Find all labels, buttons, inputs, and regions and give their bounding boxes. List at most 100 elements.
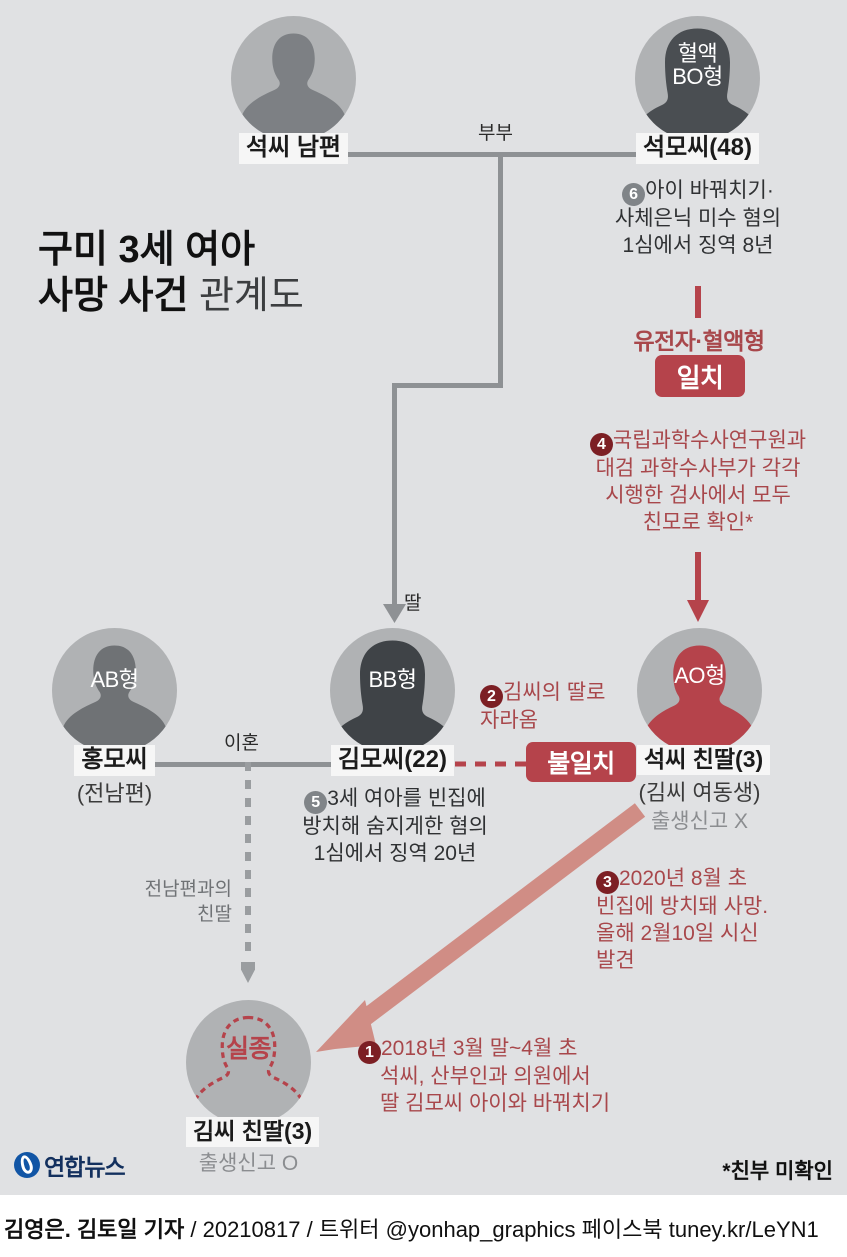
edge-ex-daughter-dashed	[241, 762, 255, 983]
name-row: 김모씨(22)	[330, 745, 455, 777]
node-label: 김씨 친딸(3)	[186, 1117, 320, 1148]
avatar: 실종	[186, 1000, 311, 1125]
mismatch-badge: 불일치	[526, 742, 636, 782]
note-1-text-1: 2018년 3월 말~4월 초	[381, 1037, 578, 1060]
avatar	[231, 16, 356, 141]
note-1-text-2: 석씨, 산부인과 의원에서	[380, 1065, 591, 1088]
node-sublabel-1: (김씨 여동생)	[638, 780, 761, 806]
avatar: AB형	[52, 628, 177, 753]
edge-daughter-vline-1	[498, 152, 503, 385]
edge-divorce-label: 이혼	[224, 733, 259, 754]
edge-daughter-vline-2	[392, 383, 397, 610]
node-label: 김모씨(22)	[331, 745, 454, 777]
edge-daughter-hline	[392, 383, 503, 388]
node-sublabel-2: 출생신고 X	[650, 809, 749, 833]
node-sublabel: (전남편)	[76, 781, 153, 807]
node-seok-mo[interactable]: 혈액 BO형 석모씨(48)	[635, 16, 760, 165]
note-6-bullet: 6	[622, 183, 646, 206]
node-sublabel-2: 출생신고 O	[198, 1152, 299, 1176]
title-line-2-light: 관계도	[198, 274, 304, 317]
page-title: 구미 3세 여아 사망 사건 관계도	[38, 228, 304, 319]
note-4-text-4: 친모로 확인*	[642, 510, 754, 534]
name-row: 홍모씨	[52, 745, 177, 777]
node-seok-daughter[interactable]: AO형 석씨 친딸(3) (김씨 여동생) 출생신고 X	[637, 628, 771, 835]
blood-type-label: AO형	[674, 663, 725, 688]
avatar: 혈액 BO형	[635, 16, 760, 141]
edge-daughter-label: 딸	[404, 593, 422, 614]
note-4-text-2: 대검 과학수사부가 각각	[595, 457, 801, 480]
blood-type-label: 혈액 BO형	[635, 42, 760, 88]
blood-type-line1: 혈액	[677, 41, 718, 66]
blood-type-label: AB형	[90, 667, 139, 692]
edge-red-arrow-down	[687, 552, 709, 622]
match-heading: 유전자·혈액형	[633, 328, 765, 354]
node-label: 석씨 친딸(3)	[637, 745, 771, 776]
blood-type-label: BB형	[368, 667, 417, 692]
footer-bar	[0, 1195, 847, 1257]
footnote: *친부 미확인	[722, 1160, 833, 1183]
note-5-text-2: 방치해 숨지게한 혐의	[302, 815, 488, 838]
match-badge: 일치	[655, 355, 745, 397]
edge-ex-daughter-label-line1: 전남편과의	[144, 879, 232, 900]
note-5-bullet: 5	[304, 791, 328, 814]
note-3-text-3: 올해 2월10일 시신	[596, 921, 759, 945]
title-line-1: 구미 3세 여아	[38, 229, 256, 271]
credit-meta: / 20210817 / 트위터 @yonhap_graphics 페이스북 t…	[184, 1217, 819, 1242]
edge-swap-arrow	[316, 803, 646, 1052]
yonhap-logo[interactable]: 연합뉴스	[14, 1148, 126, 1182]
avatar: BB형	[330, 628, 455, 753]
node-kim-mo[interactable]: BB형 김모씨(22)	[330, 628, 455, 777]
title-line-2-bold: 사망 사건	[38, 274, 189, 317]
blood-type-line2: BO형	[672, 64, 723, 90]
credit-authors: 김영은. 김토일 기자	[4, 1217, 185, 1242]
note-2-text-1: 김씨의 딸로	[503, 681, 606, 704]
node-hong-mo[interactable]: AB형 홍모씨 (전남편)	[52, 628, 177, 808]
node-seok-husband[interactable]: 석씨 남편	[231, 16, 356, 165]
yonhap-logo-icon	[14, 1152, 40, 1178]
note-2-bullet: 2	[480, 685, 503, 708]
note-4-text-1: 국립과학수사연구원과	[612, 429, 807, 452]
note-1-bullet: 1	[358, 1041, 381, 1064]
node-label: 석씨 남편	[239, 133, 348, 165]
edge-ex-daughter-label: 전남편과의 친딸	[112, 878, 232, 927]
note-4-text-3: 시행한 검사에서 모두	[605, 483, 791, 507]
name-row: 석씨 친딸(3)	[637, 745, 771, 776]
edge-couple-label: 부부	[478, 123, 513, 144]
edge-red-bar-top	[695, 286, 701, 318]
edge-daughter-arrowhead	[383, 604, 406, 623]
credit-line: 김영은. 김토일 기자 / 20210817 / 트위터 @yonhap_gra…	[4, 1212, 847, 1244]
note-3-text-4: 발견	[596, 948, 635, 972]
node-label: 석모씨(48)	[636, 133, 759, 165]
note-3-text-2: 빈집에 방치돼 사망.	[596, 895, 769, 918]
note-4-bullet: 4	[589, 433, 613, 456]
note-5-text-3: 1심에서 징역 20년	[313, 841, 477, 865]
missing-status-label: 실종	[225, 1035, 272, 1063]
avatar: AO형	[637, 628, 762, 753]
node-kim-daughter[interactable]: 실종 김씨 친딸(3) 출생신고 O	[186, 1000, 320, 1177]
note-3-bullet: 3	[596, 871, 619, 894]
edge-divorce-line	[148, 762, 398, 767]
name-row: 김씨 친딸(3)	[186, 1117, 320, 1148]
title-line-2: 사망 사건 관계도	[38, 274, 304, 320]
edge-ex-daughter-label-line2: 친딸	[197, 903, 232, 925]
note-6-text-1: 아이 바꿔치기·	[645, 179, 774, 202]
note-3-text-1: 2020년 8월 초	[619, 867, 748, 890]
name-row: 석모씨(48)	[635, 133, 760, 165]
note-2-text-2: 자라옴	[480, 709, 538, 732]
name-row: 석씨 남편	[231, 133, 356, 165]
yonhap-logo-text: 연합뉴스	[44, 1154, 126, 1180]
note-5-text-1: 3세 여아를 빈집에	[327, 787, 486, 810]
